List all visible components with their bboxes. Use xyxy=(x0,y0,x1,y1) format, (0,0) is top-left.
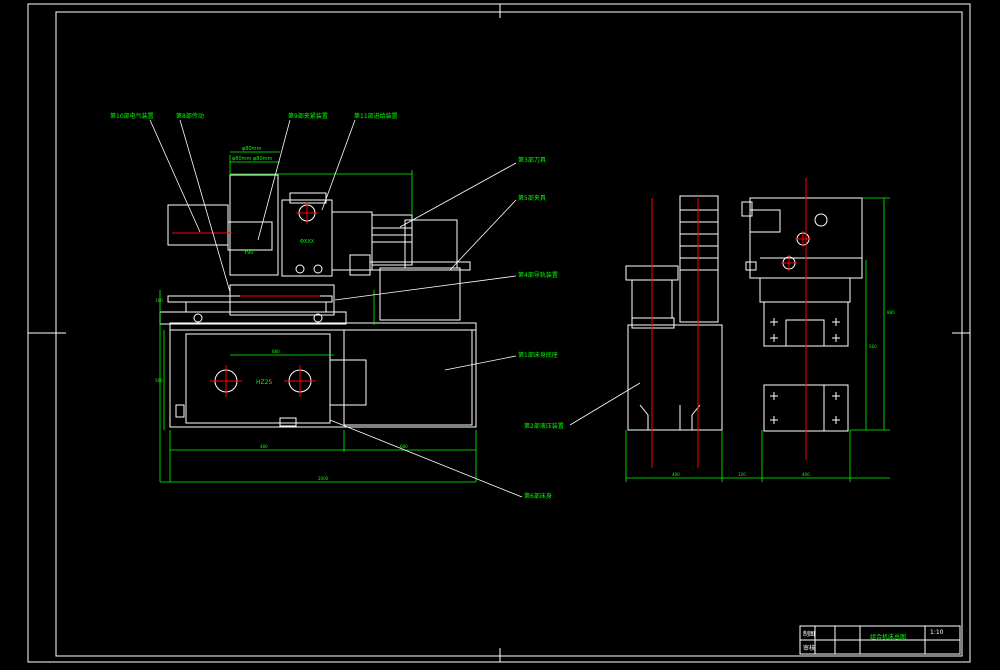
title-block-row2: 审核 xyxy=(803,644,815,652)
callout-fixture: 第5部夹具 xyxy=(518,194,546,202)
front-view-dimensions xyxy=(159,151,477,483)
dim-top-b: φ80mm φ80mm xyxy=(232,156,273,162)
label-motor: Y90 xyxy=(243,250,253,256)
dim-top-a: φ80mm xyxy=(242,146,262,152)
title-block xyxy=(799,625,961,655)
dim-bottom-b: 680 xyxy=(400,444,408,449)
title-block-row1: 制图 xyxy=(803,630,815,638)
label-box: ΦXXX xyxy=(300,239,315,245)
callout-hydraulic: 第2部液压装置 xyxy=(524,422,564,430)
side-dim-right-a: 880 xyxy=(887,310,895,315)
side-view-dimensions xyxy=(625,430,890,482)
callout-electric-control: 第10部电气装置 xyxy=(110,112,154,120)
callout-feed-device: 第11部进给装置 xyxy=(354,112,398,120)
callout-guide: 第4部导轨装置 xyxy=(518,271,558,279)
side-dim-a: 400 xyxy=(672,472,680,477)
sheet-frame xyxy=(27,3,971,663)
dim-bottom-a: 480 xyxy=(260,444,268,449)
callout-transmission: 第8部传动 xyxy=(176,112,204,120)
end-view-dimensions xyxy=(850,197,890,431)
callout-leaders xyxy=(149,119,641,498)
callout-bed-base: 第1部床身底座 xyxy=(518,351,558,359)
title-block-scale: 1:10 xyxy=(930,629,944,636)
front-view-centerlines xyxy=(172,202,320,397)
callout-tool: 第3部刀具 xyxy=(518,156,546,164)
dim-total: 2000 xyxy=(318,476,329,481)
callout-bed: 第6部床身 xyxy=(524,492,552,500)
end-view-centerlines xyxy=(781,178,811,460)
dim-left-b: 560 xyxy=(155,378,163,383)
dim-mid: 880 xyxy=(272,349,280,354)
side-dim-c: 400 xyxy=(802,472,810,477)
end-view-crosses xyxy=(770,318,840,424)
label-bed: HZ25 xyxy=(256,379,272,386)
side-view xyxy=(625,195,723,431)
dim-left-a: 160 xyxy=(155,298,163,303)
side-dim-b: 120 xyxy=(738,472,746,477)
side-view-centerlines xyxy=(651,198,699,468)
title-block-name: 组合机床总图 xyxy=(870,633,906,641)
side-dim-right-b: 560 xyxy=(869,344,877,349)
callout-clamp-device: 第9部夹紧装置 xyxy=(288,112,328,120)
end-view-holes xyxy=(782,213,828,270)
